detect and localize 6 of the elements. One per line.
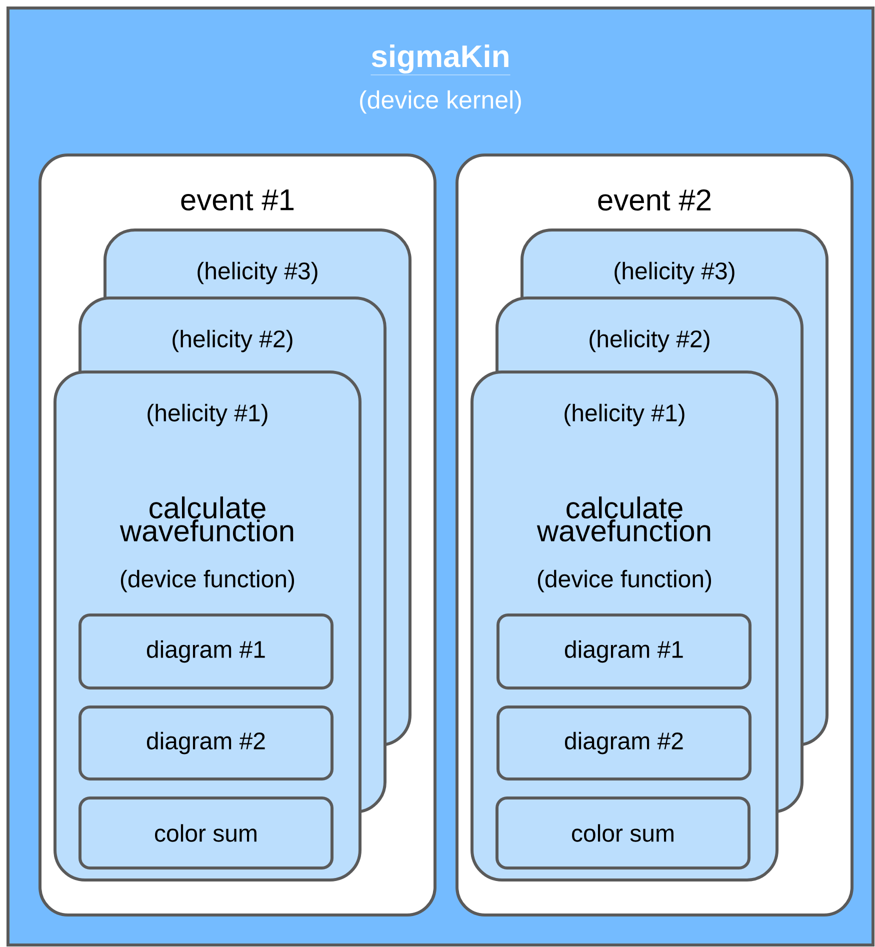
process-box: diagram #2 — [78, 706, 334, 780]
process-box: diagram #2 — [496, 706, 752, 780]
process-box: diagram #1 — [496, 614, 752, 690]
process-box: color sum — [496, 796, 750, 870]
process-box: color sum — [78, 796, 334, 870]
process-box: diagram #1 — [78, 614, 334, 690]
